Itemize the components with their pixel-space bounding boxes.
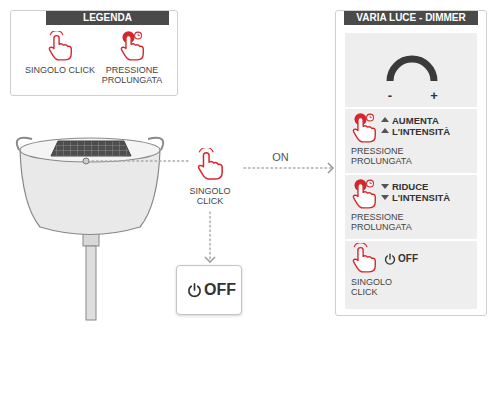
plus-sign: + [428,89,440,102]
click-step: SINGOLO CLICK [178,146,242,210]
legend-box: LEGENDA SINGOLO CLICKPRESSIONE PROLUNGATA [10,10,178,96]
hand-hold-icon [351,179,377,209]
gesture-text: PRESSIONE PROLUNGATA [351,212,441,232]
legend-text: PRESSIONE PROLUNGATA [95,65,169,85]
minus-sign: - [384,89,396,102]
legend-text: SINGOLO CLICK [23,65,97,75]
dotted-connector [205,212,215,262]
off-label: OFF [204,281,240,299]
dimmer-panel: VARIA LUCE - DIMMER-+AUMENTA L'INTENSITÀ… [335,10,487,316]
hand-icon [47,31,73,61]
gesture-text: SINGOLO CLICK [351,277,401,297]
dial-band: -+ [345,33,477,107]
action-row: RIDUCE L'INTENSITÀ PRESSIONE PROLUNGATA [345,175,477,239]
off-box: OFF [176,265,242,315]
hand-hold-icon [119,31,145,61]
edge-label: ON [270,151,291,163]
hand-icon [351,243,377,273]
action-text: AUMENTA L'INTENSITÀ [392,115,464,137]
dotted-connector [244,163,333,173]
action-row: AUMENTA L'INTENSITÀ PRESSIONE PROLUNGATA [345,109,477,173]
power-icon [187,282,202,298]
panel-title: VARIA LUCE - DIMMER [344,11,478,25]
power-icon [384,253,396,265]
gesture-text: PRESSIONE PROLUNGATA [351,146,441,166]
tri-down-icon [381,181,389,201]
dial-icon [382,47,442,87]
action-text: RIDUCE L'INTENSITÀ [392,181,464,203]
hand-icon [196,148,224,180]
tri-up-icon [381,115,389,135]
hand-hold-icon [351,113,377,143]
action-row: OFF SINGOLO CLICK [345,241,477,309]
step-label: SINGOLO CLICK [178,186,242,206]
legend-title: LEGENDA [46,11,169,25]
off-label: OFF [398,253,448,265]
